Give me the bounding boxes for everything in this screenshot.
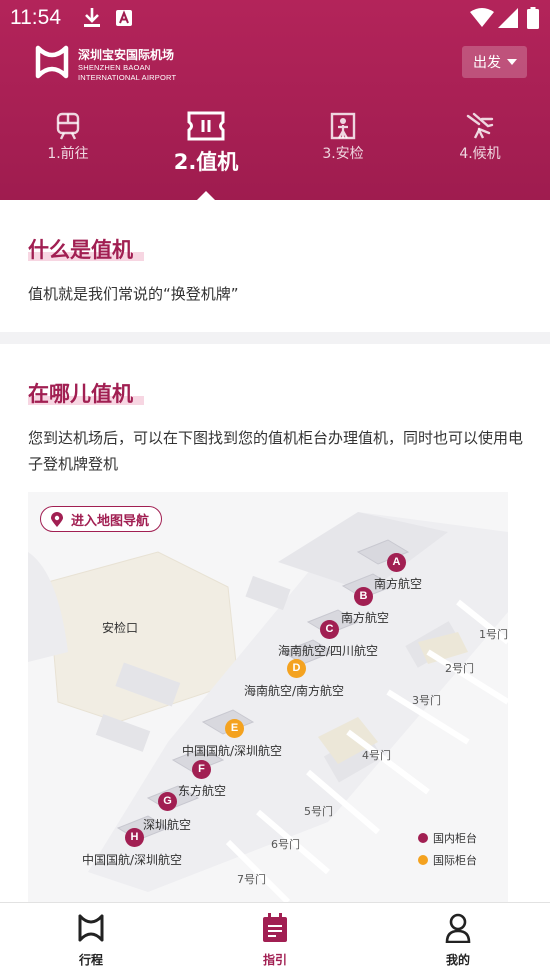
train-icon (56, 112, 80, 140)
section-divider (0, 332, 550, 344)
battery-icon (527, 7, 539, 29)
header: 11:54 深圳宝安国际机场 SHENZHEN BAOAN INTERNATIO… (0, 0, 550, 200)
terminal-map-drawing (28, 512, 508, 902)
step-security[interactable]: 3.安检 (288, 112, 398, 163)
bottom-navigation: 行程 指引 我的 (0, 902, 550, 979)
counter-letter: C (325, 623, 334, 635)
logo-chinese-name: 深圳宝安国际机场 (78, 48, 175, 62)
terminal-map[interactable]: 进入地图导航 安检口 A 南方航空 B 南方航空 C 海南航空/四川航空 D 海… (28, 492, 508, 902)
title-highlight (28, 252, 144, 261)
nav-profile-label: 我的 (445, 953, 470, 967)
wifi-icon (470, 8, 494, 27)
step-security-label: 3.安检 (322, 146, 364, 162)
plane-waiting-icon (466, 112, 494, 139)
counter-pin[interactable]: H (125, 828, 144, 847)
step-waiting[interactable]: 4.候机 (425, 112, 535, 163)
gate-label: 6号门 (271, 838, 300, 851)
counter-letter: B (359, 590, 368, 602)
counter-label: 海南航空/四川航空 (278, 644, 379, 658)
notification-a-icon (116, 10, 132, 26)
step-go[interactable]: 1.前往 (13, 112, 123, 163)
nav-guide-label: 指引 (262, 953, 287, 967)
legend-domestic-label: 国内柜台 (433, 832, 477, 845)
counter-label: 东方航空 (178, 784, 227, 798)
caret-down-icon (507, 59, 517, 65)
counter-pin[interactable]: E (225, 719, 244, 738)
counter-label: 深圳航空 (143, 818, 192, 832)
signal-icon (498, 8, 518, 28)
counter-pin[interactable]: C (320, 620, 339, 639)
direction-select[interactable]: 出发 (462, 46, 527, 78)
location-pin-icon (51, 511, 63, 527)
counter-letter: A (392, 556, 401, 568)
gate-label: 7号门 (237, 873, 266, 886)
counter-label: 海南航空/南方航空 (244, 684, 345, 698)
section-text: 您到达机场后，可以在下图找到您的值机柜台办理值机，同时也可以使用电子登机牌登机 (28, 429, 524, 473)
ticket-icon (187, 111, 225, 141)
counter-pin[interactable]: A (387, 553, 406, 572)
legend-international-label: 国际柜台 (433, 854, 477, 867)
gate-label: 3号门 (412, 694, 441, 707)
section-title: 什么是值机 (28, 238, 133, 262)
logo-english-line1: SHENZHEN BAOAN (78, 63, 151, 72)
airport-logo: 深圳宝安国际机场 SHENZHEN BAOAN INTERNATIONAL AI… (34, 44, 184, 84)
security-check-icon (330, 112, 356, 140)
user-icon (445, 913, 471, 943)
legend-international-dot (418, 855, 428, 865)
direction-select-value: 出发 (473, 55, 501, 71)
counter-pin[interactable]: B (354, 587, 373, 606)
counter-letter: F (198, 763, 205, 775)
counter-letter: H (130, 831, 139, 843)
gate-label: 5号门 (304, 805, 333, 818)
counter-label: 中国国航/深圳航空 (182, 744, 283, 758)
map-navigation-button[interactable]: 进入地图导航 (40, 506, 163, 532)
step-waiting-label: 4.候机 (459, 146, 501, 162)
download-icon (84, 8, 100, 27)
gate-label: 4号门 (362, 749, 391, 762)
active-step-pointer (197, 191, 215, 200)
map-navigation-label: 进入地图导航 (71, 513, 150, 529)
logo-english-line2: INTERNATIONAL AIRPORT (78, 73, 177, 82)
gate-label: 1号门 (479, 628, 508, 641)
gate-label: 2号门 (445, 662, 474, 675)
status-bar: 11:54 (0, 0, 550, 36)
counter-letter: E (230, 722, 239, 734)
counter-letter: D (292, 662, 301, 674)
section-text: 值机就是我们常说的“换登机牌” (28, 285, 239, 303)
counter-pin[interactable]: F (192, 760, 211, 779)
section-title: 在哪儿值机 (28, 382, 133, 406)
step-go-label: 1.前往 (47, 146, 89, 162)
counter-label: 南方航空 (374, 577, 423, 591)
security-area-label: 安检口 (102, 621, 139, 635)
counter-label: 南方航空 (341, 611, 390, 625)
nav-itinerary[interactable]: 行程 (31, 913, 151, 968)
nav-itinerary-label: 行程 (78, 953, 103, 967)
nav-profile[interactable]: 我的 (398, 913, 518, 968)
step-checkin-label: 2.值机 (173, 150, 239, 174)
legend-domestic-dot (418, 833, 428, 843)
guide-document-icon (263, 913, 287, 942)
counter-letter: G (163, 795, 172, 807)
section-what-is-checkin: 什么是值机 值机就是我们常说的“换登机牌” (0, 200, 550, 332)
counter-pin[interactable]: D (287, 659, 306, 678)
airport-logo-icon (35, 45, 69, 79)
status-time: 11:54 (10, 6, 61, 29)
step-checkin[interactable]: 2.值机 (151, 110, 261, 176)
counter-label: 中国国航/深圳航空 (82, 853, 183, 867)
counter-pin[interactable]: G (158, 792, 177, 811)
title-highlight (28, 396, 144, 405)
itinerary-logo-icon (78, 914, 104, 942)
nav-guide[interactable]: 指引 (215, 913, 335, 968)
